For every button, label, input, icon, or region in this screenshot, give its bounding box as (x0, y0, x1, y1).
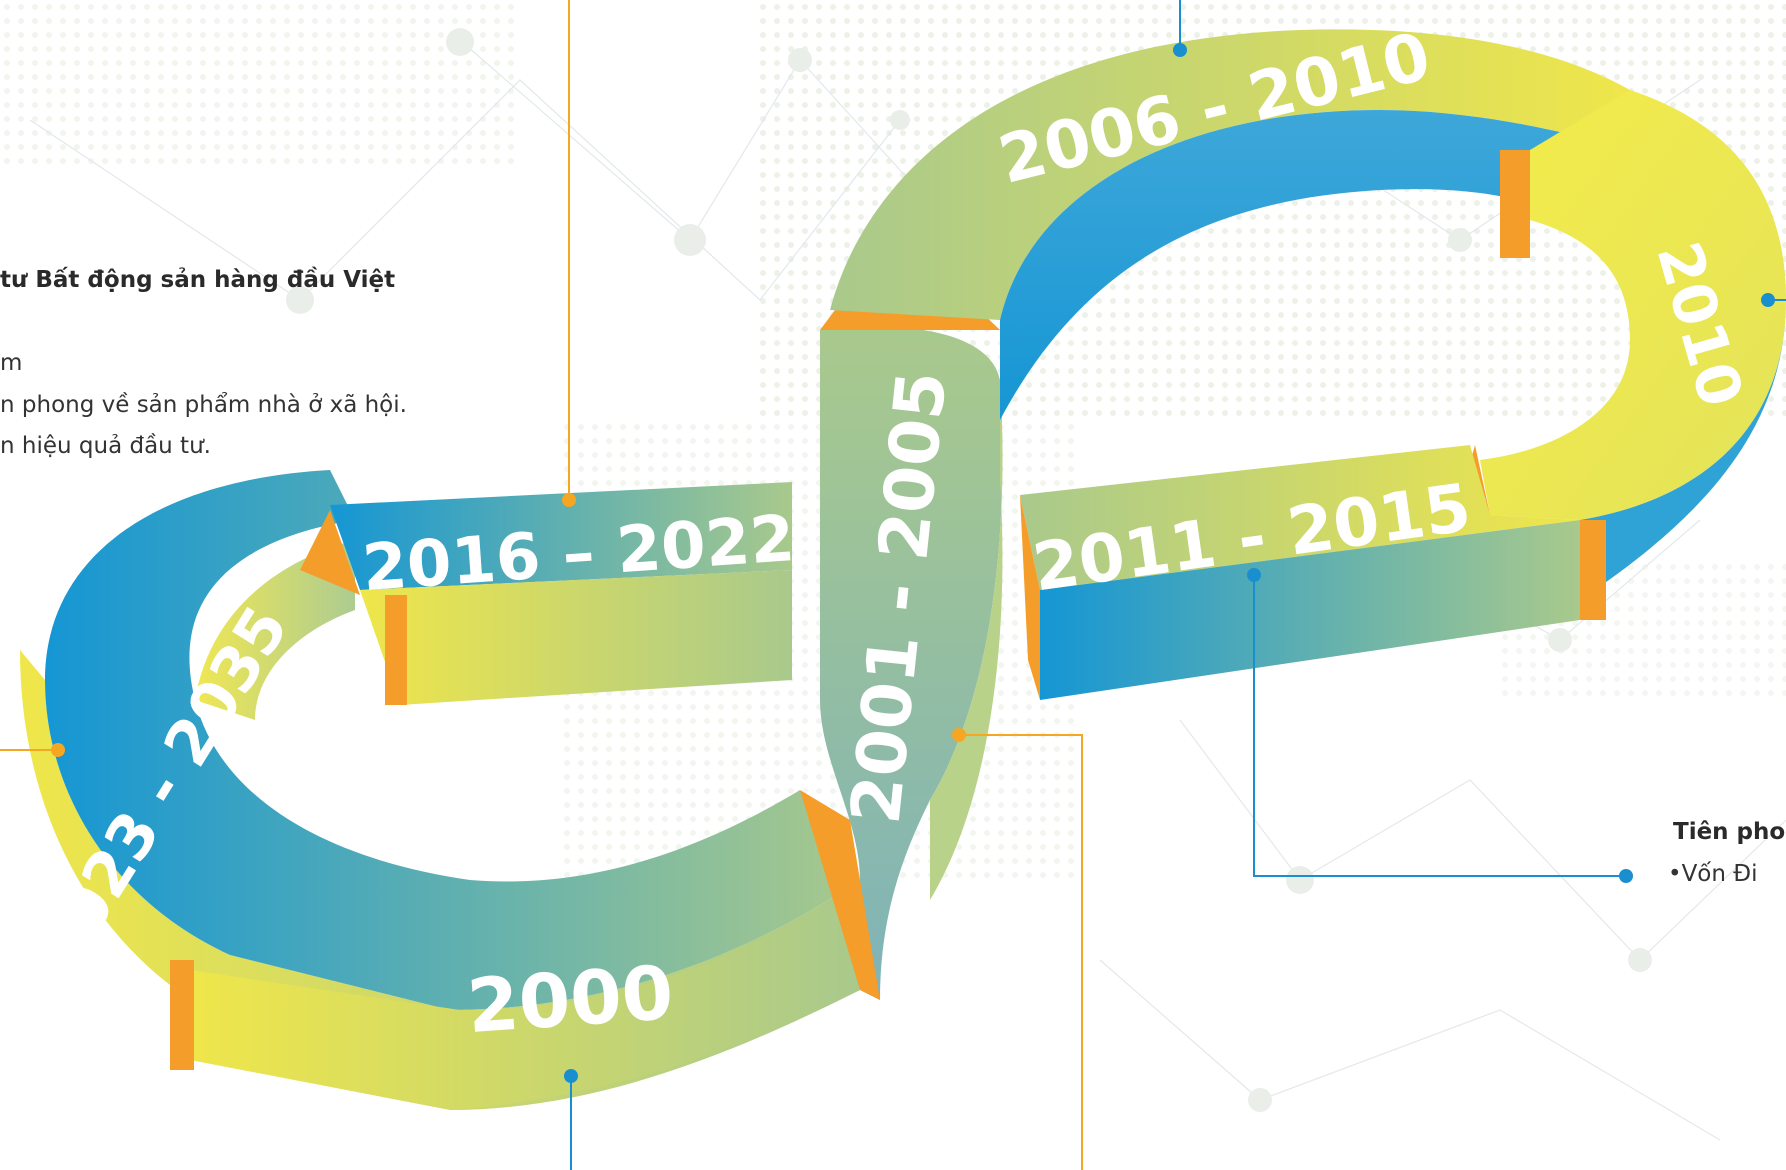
band-2000-front-wall (190, 880, 860, 1110)
band-2016-2022-top (330, 482, 792, 590)
center-band-2001-2005 (820, 326, 1003, 1000)
center-arrow-lower (800, 790, 880, 1000)
right-bullet-text: Vốn Đi (1681, 861, 1758, 887)
band-2011-2015-edge (1580, 520, 1606, 620)
band-2010-edge (1500, 150, 1530, 258)
band-2011-2015-wall (1040, 520, 1580, 700)
left-loop-inner-wall (195, 540, 355, 720)
year-label-2000: 2000 (465, 950, 676, 1050)
band-2016-2022-arrow (300, 510, 360, 595)
bullet-dot-icon: • (1668, 861, 1682, 887)
band-2010-side (1580, 300, 1786, 600)
left-line-1: m (0, 350, 23, 376)
band-2016-2022-wall (360, 570, 792, 705)
connector-2010 (1761, 293, 1786, 307)
left-line-3: n hiệu quả đầu tư. (0, 433, 211, 459)
right-bullet: •Vốn Đi (1668, 856, 1758, 892)
connector-2000 (564, 1069, 578, 1170)
left-line-2: n phong về sản phẩm nhà ở xã hội. (0, 392, 407, 418)
band-2000-edge (170, 960, 194, 1070)
band-2011-2015-top (1020, 445, 1580, 590)
connector-2001-2005 (952, 728, 1083, 1170)
connector-2016-2022 (562, 0, 576, 507)
connector-2023-2035 (0, 743, 65, 757)
band-2016-2022-edge (385, 595, 407, 705)
connector-2006-2010 (1173, 0, 1187, 57)
left-heading: tư Bất động sản hàng đầu Việt (0, 267, 396, 293)
right-loop-inner-wall (1000, 110, 1630, 420)
band-2011-2015-arrow (1020, 495, 1040, 700)
center-band-2001-2005-side (930, 380, 1003, 900)
right-heading: Tiên pho (1673, 819, 1786, 845)
left-loop-top-surface (45, 470, 860, 1010)
band-2006-2010-top (830, 29, 1630, 321)
connector-2011-2015 (1247, 568, 1633, 883)
band-2010-top (1480, 90, 1786, 520)
